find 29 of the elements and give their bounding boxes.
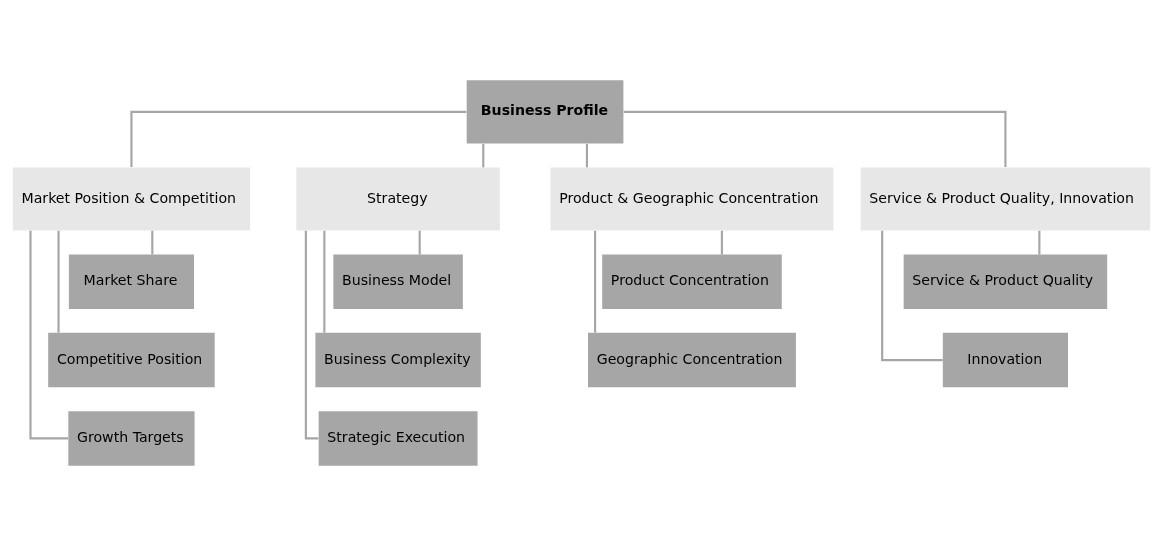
- connector: [1038, 230, 1041, 255]
- connector: [881, 230, 943, 362]
- connector: [623, 110, 1007, 168]
- node-box: Service & Product Quality: [903, 254, 1108, 309]
- connector: [720, 230, 723, 255]
- connector: [29, 230, 69, 440]
- node-box: Strategy: [296, 167, 500, 231]
- connector: [130, 110, 467, 168]
- node-box: Service & Product Quality, Innovation: [860, 167, 1151, 231]
- connector: [418, 230, 421, 255]
- node-box: Product & Geographic Concentration: [550, 167, 834, 231]
- node-box: Competitive Position: [48, 332, 215, 388]
- node-box: Market Share: [68, 254, 195, 309]
- connector: [585, 143, 589, 168]
- connector: [323, 230, 326, 333]
- node-box: Business Complexity: [315, 332, 481, 388]
- connector: [594, 230, 597, 333]
- node-box: Innovation: [942, 332, 1068, 388]
- node-box: Growth Targets: [68, 411, 195, 466]
- node-box: Business Model: [333, 254, 463, 309]
- connector: [57, 230, 60, 333]
- node-box: Product Concentration: [602, 254, 782, 309]
- node-box: Market Position & Competition: [12, 167, 251, 231]
- connector: [151, 230, 154, 255]
- node-box: Geographic Concentration: [588, 332, 796, 388]
- node-box: Strategic Execution: [318, 411, 478, 466]
- connector: [482, 143, 485, 168]
- node-box: Business Profile: [466, 80, 624, 144]
- connector: [304, 230, 319, 440]
